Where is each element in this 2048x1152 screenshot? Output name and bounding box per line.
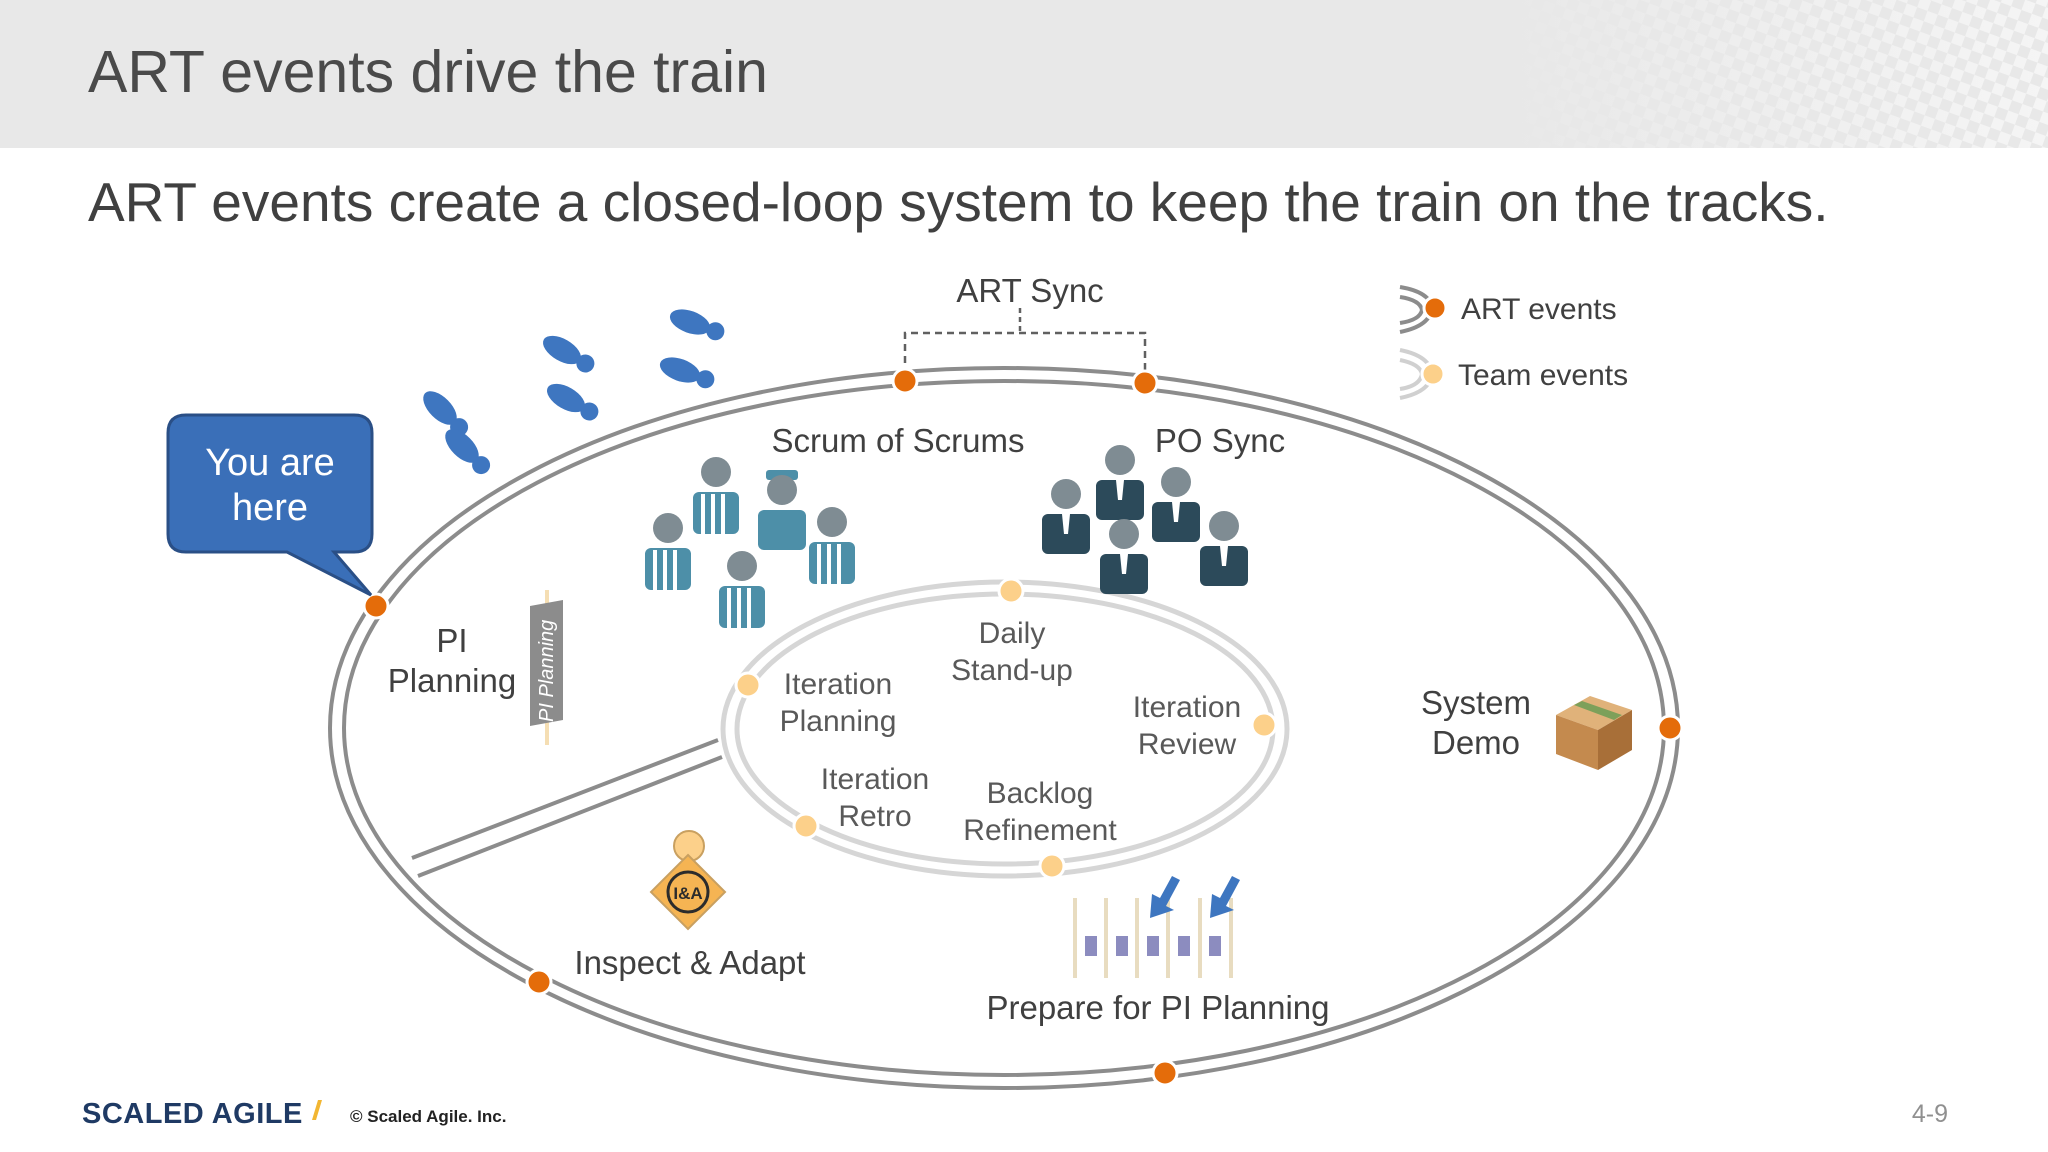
prepare-pi-planning-label: Prepare for PI Planning xyxy=(986,989,1329,1026)
po-sync-label: PO Sync xyxy=(1155,422,1285,459)
slide-subtitle: ART events create a closed-loop system t… xyxy=(88,171,1829,233)
scrum-of-scrums-people-icon xyxy=(645,457,855,628)
iteration-review-marker[interactable] xyxy=(1250,711,1278,739)
track-spur-lower xyxy=(417,755,723,878)
backlog-refinement-label-line1: Backlog xyxy=(987,777,1094,810)
scrum-of-scrums-label: Scrum of Scrums xyxy=(771,422,1024,459)
art-sync-bracket xyxy=(903,331,1147,375)
footprints-icon xyxy=(423,309,725,475)
daily-standup-label-line1: Daily xyxy=(979,617,1046,650)
system-demo-marker[interactable] xyxy=(1656,714,1684,742)
inspect-adapt-icon: I&A xyxy=(649,830,727,931)
daily-standup-marker[interactable] xyxy=(997,577,1025,605)
scaled-agile-logo: SCALED AGILE xyxy=(82,1098,303,1130)
iteration-review-label-line1: Iteration xyxy=(1133,691,1241,724)
legend: ART events Team events xyxy=(1399,285,1628,400)
header-pattern xyxy=(1500,0,2048,148)
system-demo-label-line2: Demo xyxy=(1432,724,1520,761)
legend-art-events-label: ART events xyxy=(1461,293,1617,326)
page-number: 4-9 xyxy=(1911,1100,1948,1128)
inspect-adapt-label: Inspect & Adapt xyxy=(574,944,805,981)
you-are-here-line2: here xyxy=(232,487,308,529)
daily-standup-label-line2: Stand-up xyxy=(951,654,1073,687)
prepare-pi-planning-icon xyxy=(1073,876,1240,978)
prepare-pi-planning-marker[interactable] xyxy=(1151,1059,1179,1087)
legend-team-events-marker xyxy=(1420,361,1446,387)
system-demo-label-line1: System xyxy=(1421,684,1531,721)
legend-art-events-marker xyxy=(1422,295,1448,321)
legend-team-events-label: Team events xyxy=(1458,359,1628,392)
pi-planning-marker[interactable] xyxy=(362,592,390,620)
inspect-adapt-badge-text: I&A xyxy=(673,884,702,903)
copyright-text: © Scaled Agile. Inc. xyxy=(350,1107,507,1126)
slide-header: ART events drive the train xyxy=(0,0,2048,148)
iteration-retro-marker[interactable] xyxy=(792,812,820,840)
pi-planning-flag-text: PI Planning xyxy=(536,620,558,722)
inspect-adapt-marker[interactable] xyxy=(525,968,553,996)
pi-planning-label-line1: PI xyxy=(436,622,467,659)
art-sync-marker-right[interactable] xyxy=(1131,369,1159,397)
art-sync-marker-left[interactable] xyxy=(891,367,919,395)
you-are-here-line1: You are xyxy=(205,442,335,484)
iteration-retro-label-line1: Iteration xyxy=(821,763,929,796)
iteration-planning-marker[interactable] xyxy=(734,671,762,699)
po-sync-people-icon xyxy=(1042,445,1248,594)
pi-planning-label-line2: Planning xyxy=(388,662,516,699)
logo-accent-icon xyxy=(312,1100,322,1120)
slide-title: ART events drive the train xyxy=(88,39,768,105)
package-box-icon xyxy=(1556,696,1632,770)
backlog-refinement-marker[interactable] xyxy=(1038,852,1066,880)
art-sync-label: ART Sync xyxy=(956,272,1103,309)
iteration-planning-label-line2: Planning xyxy=(780,705,897,738)
iteration-planning-label-line1: Iteration xyxy=(784,668,892,701)
iteration-review-label-line2: Review xyxy=(1138,728,1237,761)
you-are-here-callout: You are here xyxy=(166,413,374,597)
backlog-refinement-label-line2: Refinement xyxy=(963,814,1117,847)
track-spur-upper xyxy=(411,738,719,860)
iteration-retro-label-line2: Retro xyxy=(838,800,911,833)
pi-planning-flag-icon: PI Planning xyxy=(530,590,563,745)
